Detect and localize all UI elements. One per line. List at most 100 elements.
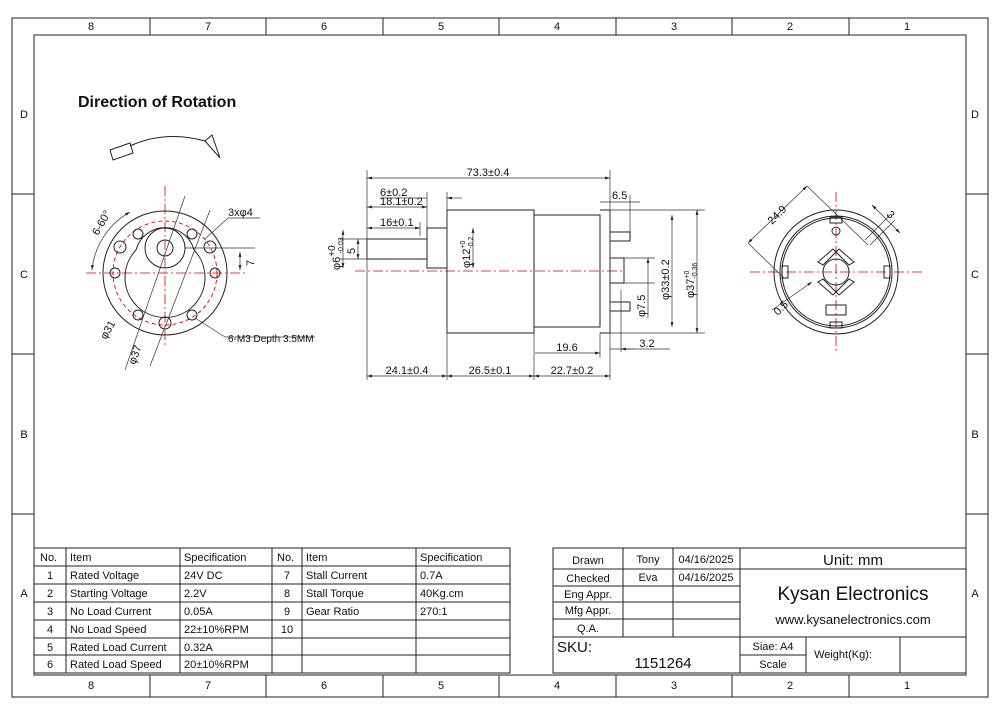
mfg-appr-label: Mfg Appr. (565, 605, 611, 617)
spec-row-no: 1 (47, 570, 53, 582)
spec-row-item: No Load Speed (70, 624, 146, 636)
column-label: 3 (671, 21, 677, 33)
motor-dia: φ33±0.2 (660, 259, 672, 300)
row-label: A (20, 588, 28, 600)
spec-row-no: 5 (47, 642, 53, 654)
dim-d4: 6.5 (612, 190, 627, 202)
spec-row-item: Rated Voltage (70, 570, 139, 582)
column-label: 6 (321, 21, 327, 33)
header-item: Item (70, 552, 91, 564)
column-label: 7 (205, 21, 211, 33)
spec-row-item: Starting Voltage (70, 588, 148, 600)
column-label: 4 (554, 21, 560, 33)
body-dia: φ37+0-0.36 (684, 263, 699, 298)
row-label: D (20, 109, 28, 121)
column-label: 1 (904, 21, 910, 33)
offset-label: 7 (245, 260, 257, 266)
spec-row-value: 40Kg.cm (420, 588, 463, 600)
dia-inner-label: φ31 (98, 319, 118, 342)
spec-row-value: 0.05A (184, 606, 213, 618)
spec-row-no: 8 (284, 588, 290, 600)
column-label: 7 (205, 680, 211, 692)
column-label: 4 (554, 680, 560, 692)
boss-dia: φ12+0-0.2 (460, 236, 475, 268)
drawn-label: Drawn (572, 555, 604, 567)
dim-gear: 24.1±0.4 (386, 365, 429, 377)
size-label: Siae: A4 (753, 641, 794, 653)
spec-row-value: 0.32A (184, 642, 213, 654)
spec-row-value: 22±10%RPM (184, 624, 249, 636)
header-no: No. (277, 552, 294, 564)
rotation-title: Direction of Rotation (78, 94, 236, 111)
holes-label: 3xφ4 (228, 207, 253, 219)
column-label: 5 (438, 21, 444, 33)
title-block: Drawn Tony 04/16/2025 Checked Eva 04/16/… (552, 547, 967, 674)
dim-end: 3.2 (639, 338, 654, 350)
row-label: C (20, 269, 28, 281)
spec-row-item: Rated Load Speed (70, 659, 162, 671)
unit-label: Unit: mm (823, 552, 883, 569)
thread-label: 6-M3 Depth 3.5MM (228, 334, 314, 345)
shaft-dia: φ6+0-0.03 (327, 237, 345, 270)
qa-label: Q.A. (577, 623, 599, 635)
dim-mid: 26.5±0.1 (469, 365, 512, 377)
spec-row-item: No Load Current (70, 606, 151, 618)
dia-outer-label: φ37 (127, 344, 145, 366)
row-label: A (971, 588, 979, 600)
row-label: B (20, 429, 27, 441)
spec-row-value: 24V DC (184, 570, 223, 582)
header-spec: Specification (420, 552, 482, 564)
front-view: 3xφ4 7 6-60° φ31 φ37 6-M3 Depth 3.5MM (86, 186, 315, 371)
dim-motor: 19.6 (556, 342, 577, 354)
spec-row-no: 9 (284, 606, 290, 618)
company-name: Kysan Electronics (777, 584, 928, 605)
dim-flat: 5 (346, 248, 358, 254)
spec-table: No. Item Specification No. Item Specific… (33, 547, 511, 674)
scale-label: Scale (759, 659, 787, 671)
dim-d3: 16±0.1 (380, 217, 414, 229)
rear-view: 24.9 3 0.5 (747, 185, 922, 352)
eng-appr-label: Eng Appr. (564, 589, 612, 601)
drawn-date: 04/16/2025 (678, 554, 733, 566)
checked-label: Checked (566, 573, 609, 585)
angle-label: 6-60° (90, 209, 114, 238)
spec-row-value: 270:1 (420, 606, 448, 618)
dim-back: 22.7±0.2 (551, 365, 594, 377)
row-label: D (971, 109, 979, 121)
drawn-by: Tony (636, 554, 660, 566)
header-no: No. (40, 552, 57, 564)
side-view: 73.3±0.4 6±0.2 18.1±0.2 16±0.1 6.5 φ6+0-… (327, 167, 705, 380)
drawing-frame: 8 7 6 5 4 3 2 1 8 7 6 5 4 3 2 1 D C B A … (11, 17, 989, 698)
column-label: 6 (321, 680, 327, 692)
spec-row-no: 10 (281, 624, 293, 636)
spec-row-no: 7 (284, 570, 290, 582)
rotation-arrow-icon (109, 134, 221, 161)
sku-label: SKU: (557, 639, 592, 656)
small-dia: φ7.5 (636, 295, 648, 317)
header-spec: Specification (184, 552, 246, 564)
column-label: 1 (904, 680, 910, 692)
spec-row-value: 20±10%RPM (184, 659, 249, 671)
column-label: 8 (88, 680, 94, 692)
row-label: B (971, 429, 978, 441)
column-label: 2 (787, 21, 793, 33)
dim-overall: 73.3±0.4 (467, 167, 510, 179)
spec-row-value: 2.2V (184, 588, 207, 600)
column-label: 2 (787, 680, 793, 692)
spec-row-item: Rated Load Current (70, 642, 167, 654)
spec-row-no: 6 (47, 659, 53, 671)
spec-row-item: Stall Current (306, 570, 367, 582)
row-label: C (971, 269, 979, 281)
weight-label: Weight(Kg): (814, 649, 872, 661)
spec-row-no: 4 (47, 624, 53, 636)
sku-value: 1151264 (634, 655, 691, 672)
dim-d2: 18.1±0.2 (380, 196, 423, 208)
spec-row-value: 0.7A (420, 570, 443, 582)
website: www.kysanelectronics.com (774, 612, 930, 627)
spec-row-item: Gear Ratio (306, 606, 359, 618)
column-label: 3 (671, 680, 677, 692)
spec-row-item: Stall Torque (306, 588, 364, 600)
header-item: Item (306, 552, 327, 564)
spec-row-no: 3 (47, 606, 53, 618)
